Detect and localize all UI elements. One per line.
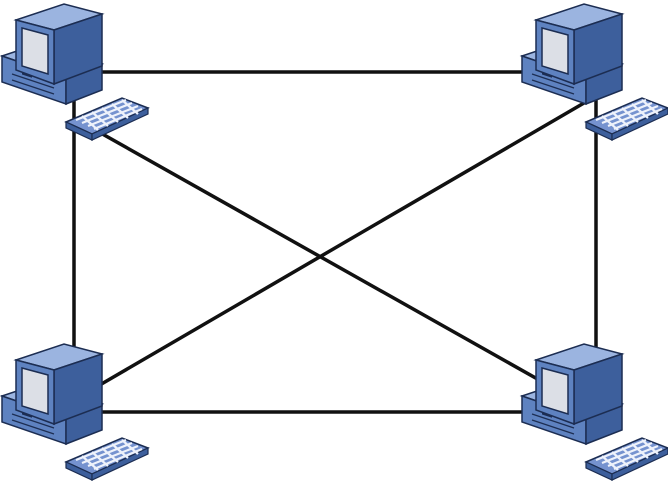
links-layer (72, 70, 598, 414)
computer-bottom-right (520, 342, 668, 482)
network-link (73, 94, 597, 402)
network-link (73, 116, 597, 414)
desktop-computer-icon (520, 342, 668, 482)
nodes-layer (0, 2, 668, 482)
desktop-computer-icon (520, 2, 668, 142)
computer-top-right (520, 2, 668, 142)
